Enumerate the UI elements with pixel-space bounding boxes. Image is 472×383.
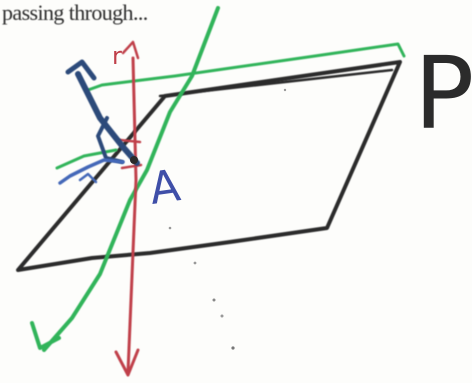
caption-fragment: passing through... — [2, 0, 148, 25]
point-a-marker — [130, 156, 138, 164]
label-a: A — [146, 160, 183, 215]
blue-scribble — [58, 158, 125, 185]
label-p: P — [414, 35, 472, 152]
label-r: r — [112, 42, 122, 70]
green-line — [30, 6, 406, 352]
paper-specks — [168, 88, 287, 350]
blue-line — [65, 59, 140, 166]
plane-p — [16, 60, 402, 272]
